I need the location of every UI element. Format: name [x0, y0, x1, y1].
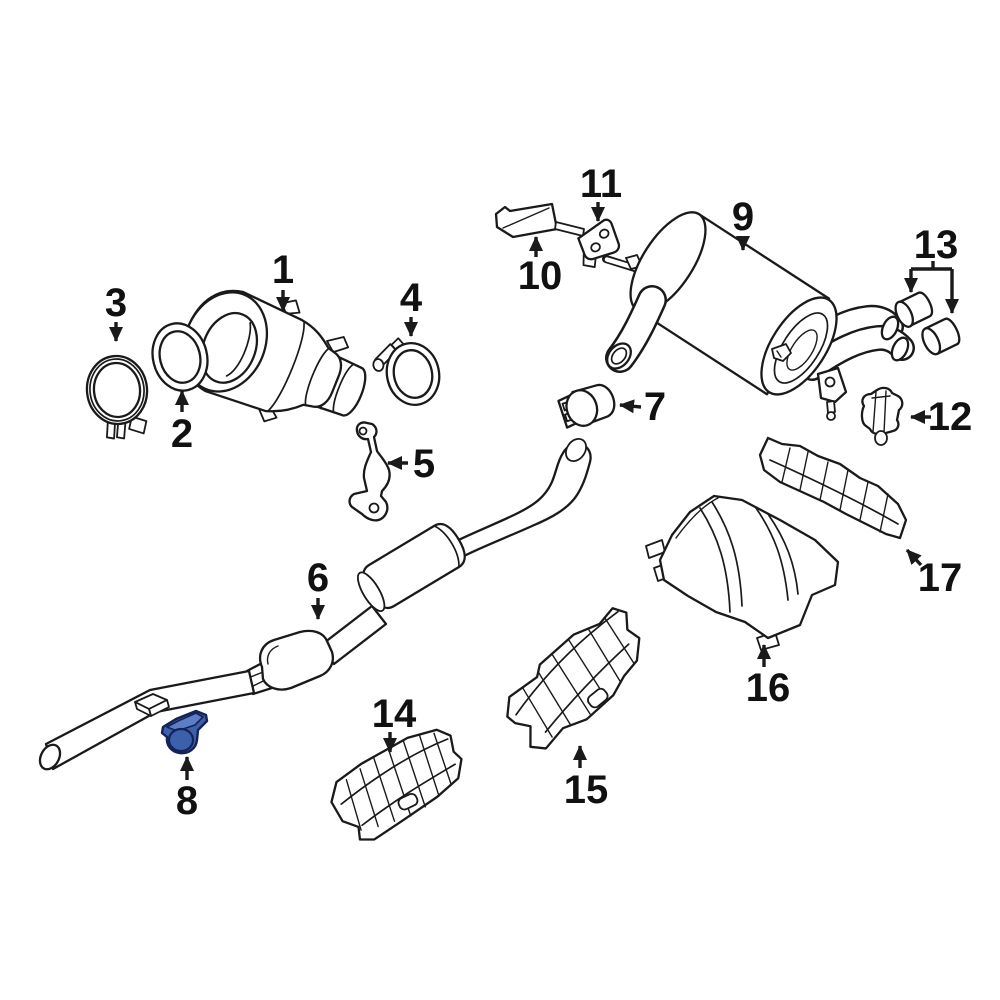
part-14-front-heat-shield: [330, 728, 463, 841]
part-13-tailpipe-tip-a: [894, 291, 934, 328]
part-6-center-exhaust-pipe: [38, 437, 592, 771]
part-2-gasket-ring: [151, 322, 209, 392]
callout-1-label[interactable]: 1: [272, 248, 294, 292]
part-4-v-band-clamp: [372, 337, 441, 406]
part-16-rear-heat-shield: [645, 494, 840, 651]
callout-13-label[interactable]: 13: [914, 223, 959, 267]
callout-11[interactable]: 11: [580, 162, 622, 222]
callout-1[interactable]: 1: [272, 248, 294, 312]
callout-11-label[interactable]: 11: [580, 162, 622, 206]
callout-9-label[interactable]: 9: [732, 195, 754, 239]
callout-6-label[interactable]: 6: [307, 556, 329, 600]
part-7-muffler-clamp: [557, 383, 616, 429]
callout-2-label[interactable]: 2: [171, 412, 193, 456]
callout-15[interactable]: 15: [564, 745, 609, 812]
part-9-rear-muffler: [602, 211, 915, 421]
part-10-mount-plate: [494, 202, 585, 239]
callout-12[interactable]: 12: [910, 395, 973, 439]
part-15-center-heat-shield: [506, 607, 641, 750]
callout-6[interactable]: 6: [307, 556, 329, 620]
part-13-tailpipe-tip-b: [921, 317, 961, 356]
part-17-heat-shield-brace: [758, 436, 908, 540]
callout-3-label[interactable]: 3: [105, 281, 127, 325]
callout-7-label[interactable]: 7: [644, 385, 666, 429]
callout-17-label[interactable]: 17: [918, 556, 963, 600]
part-12-rubber-insulator: [860, 386, 904, 446]
callout-3[interactable]: 3: [105, 281, 127, 342]
callout-14-label[interactable]: 14: [372, 692, 417, 736]
callout-13[interactable]: 13: [904, 223, 959, 314]
callout-16-label[interactable]: 16: [746, 666, 791, 710]
callout-2[interactable]: 2: [171, 390, 193, 456]
callout-8[interactable]: 8: [176, 756, 198, 823]
callout-5-label[interactable]: 5: [413, 442, 435, 486]
callout-17[interactable]: 17: [905, 548, 963, 600]
callout-10-label[interactable]: 10: [518, 254, 563, 298]
part-1-catalytic-converter: [181, 289, 367, 423]
callout-12-label[interactable]: 12: [928, 395, 973, 439]
callout-14[interactable]: 14: [372, 692, 417, 753]
part-5-support-bracket: [348, 421, 391, 522]
part-8-pipe-hanger-bracket: [160, 709, 209, 755]
part-11-mount-bracket: [577, 218, 621, 268]
callout-9[interactable]: 9: [732, 195, 754, 251]
callout-16[interactable]: 16: [746, 644, 791, 710]
callout-4[interactable]: 4: [400, 276, 423, 337]
callout-10[interactable]: 10: [518, 236, 563, 298]
part-3-front-clamp: [85, 354, 149, 440]
callout-5[interactable]: 5: [387, 442, 435, 486]
callout-15-label[interactable]: 15: [564, 768, 609, 812]
callout-4-label[interactable]: 4: [400, 276, 423, 320]
callout-7[interactable]: 7: [619, 385, 666, 429]
callout-8-label[interactable]: 8: [176, 779, 198, 823]
